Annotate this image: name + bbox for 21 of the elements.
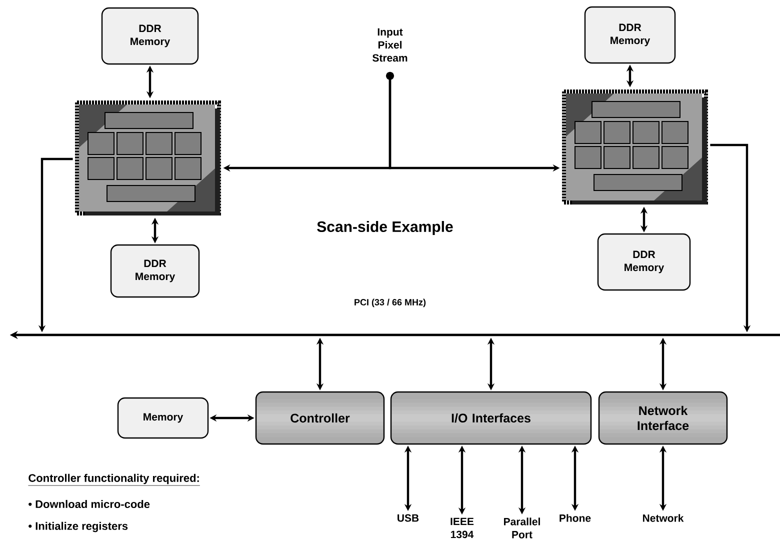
interface-box: I/O Interfaces <box>390 391 592 445</box>
memory-box: DDR Memory <box>110 244 200 298</box>
chip-drawing <box>75 100 221 216</box>
memory-box: DDR Memory <box>101 7 199 65</box>
interface-box: Network Interface <box>598 391 728 445</box>
memory-box: Memory <box>117 397 209 439</box>
note-item: • Download micro-code <box>28 500 150 508</box>
note-heading: Controller functionality required: <box>28 474 200 486</box>
text-label: Phone <box>560 514 591 522</box>
memory-box: DDR Memory <box>584 6 676 64</box>
text-label: Input Pixel Stream <box>372 28 408 62</box>
bus-label: PCI (33 / 66 MHz) <box>354 298 426 308</box>
note-item: • Initialize registers <box>28 522 128 532</box>
interface-box: Controller <box>255 391 385 445</box>
text-label: USB <box>398 514 419 522</box>
diagram-title: Scan-side Example <box>317 221 453 235</box>
chip-drawing <box>562 90 708 204</box>
text-label: Network <box>643 514 684 522</box>
memory-box: DDR Memory <box>597 233 691 291</box>
text-label: IEEE 1394 <box>450 518 474 538</box>
text-label: Parallel Port <box>504 518 540 538</box>
